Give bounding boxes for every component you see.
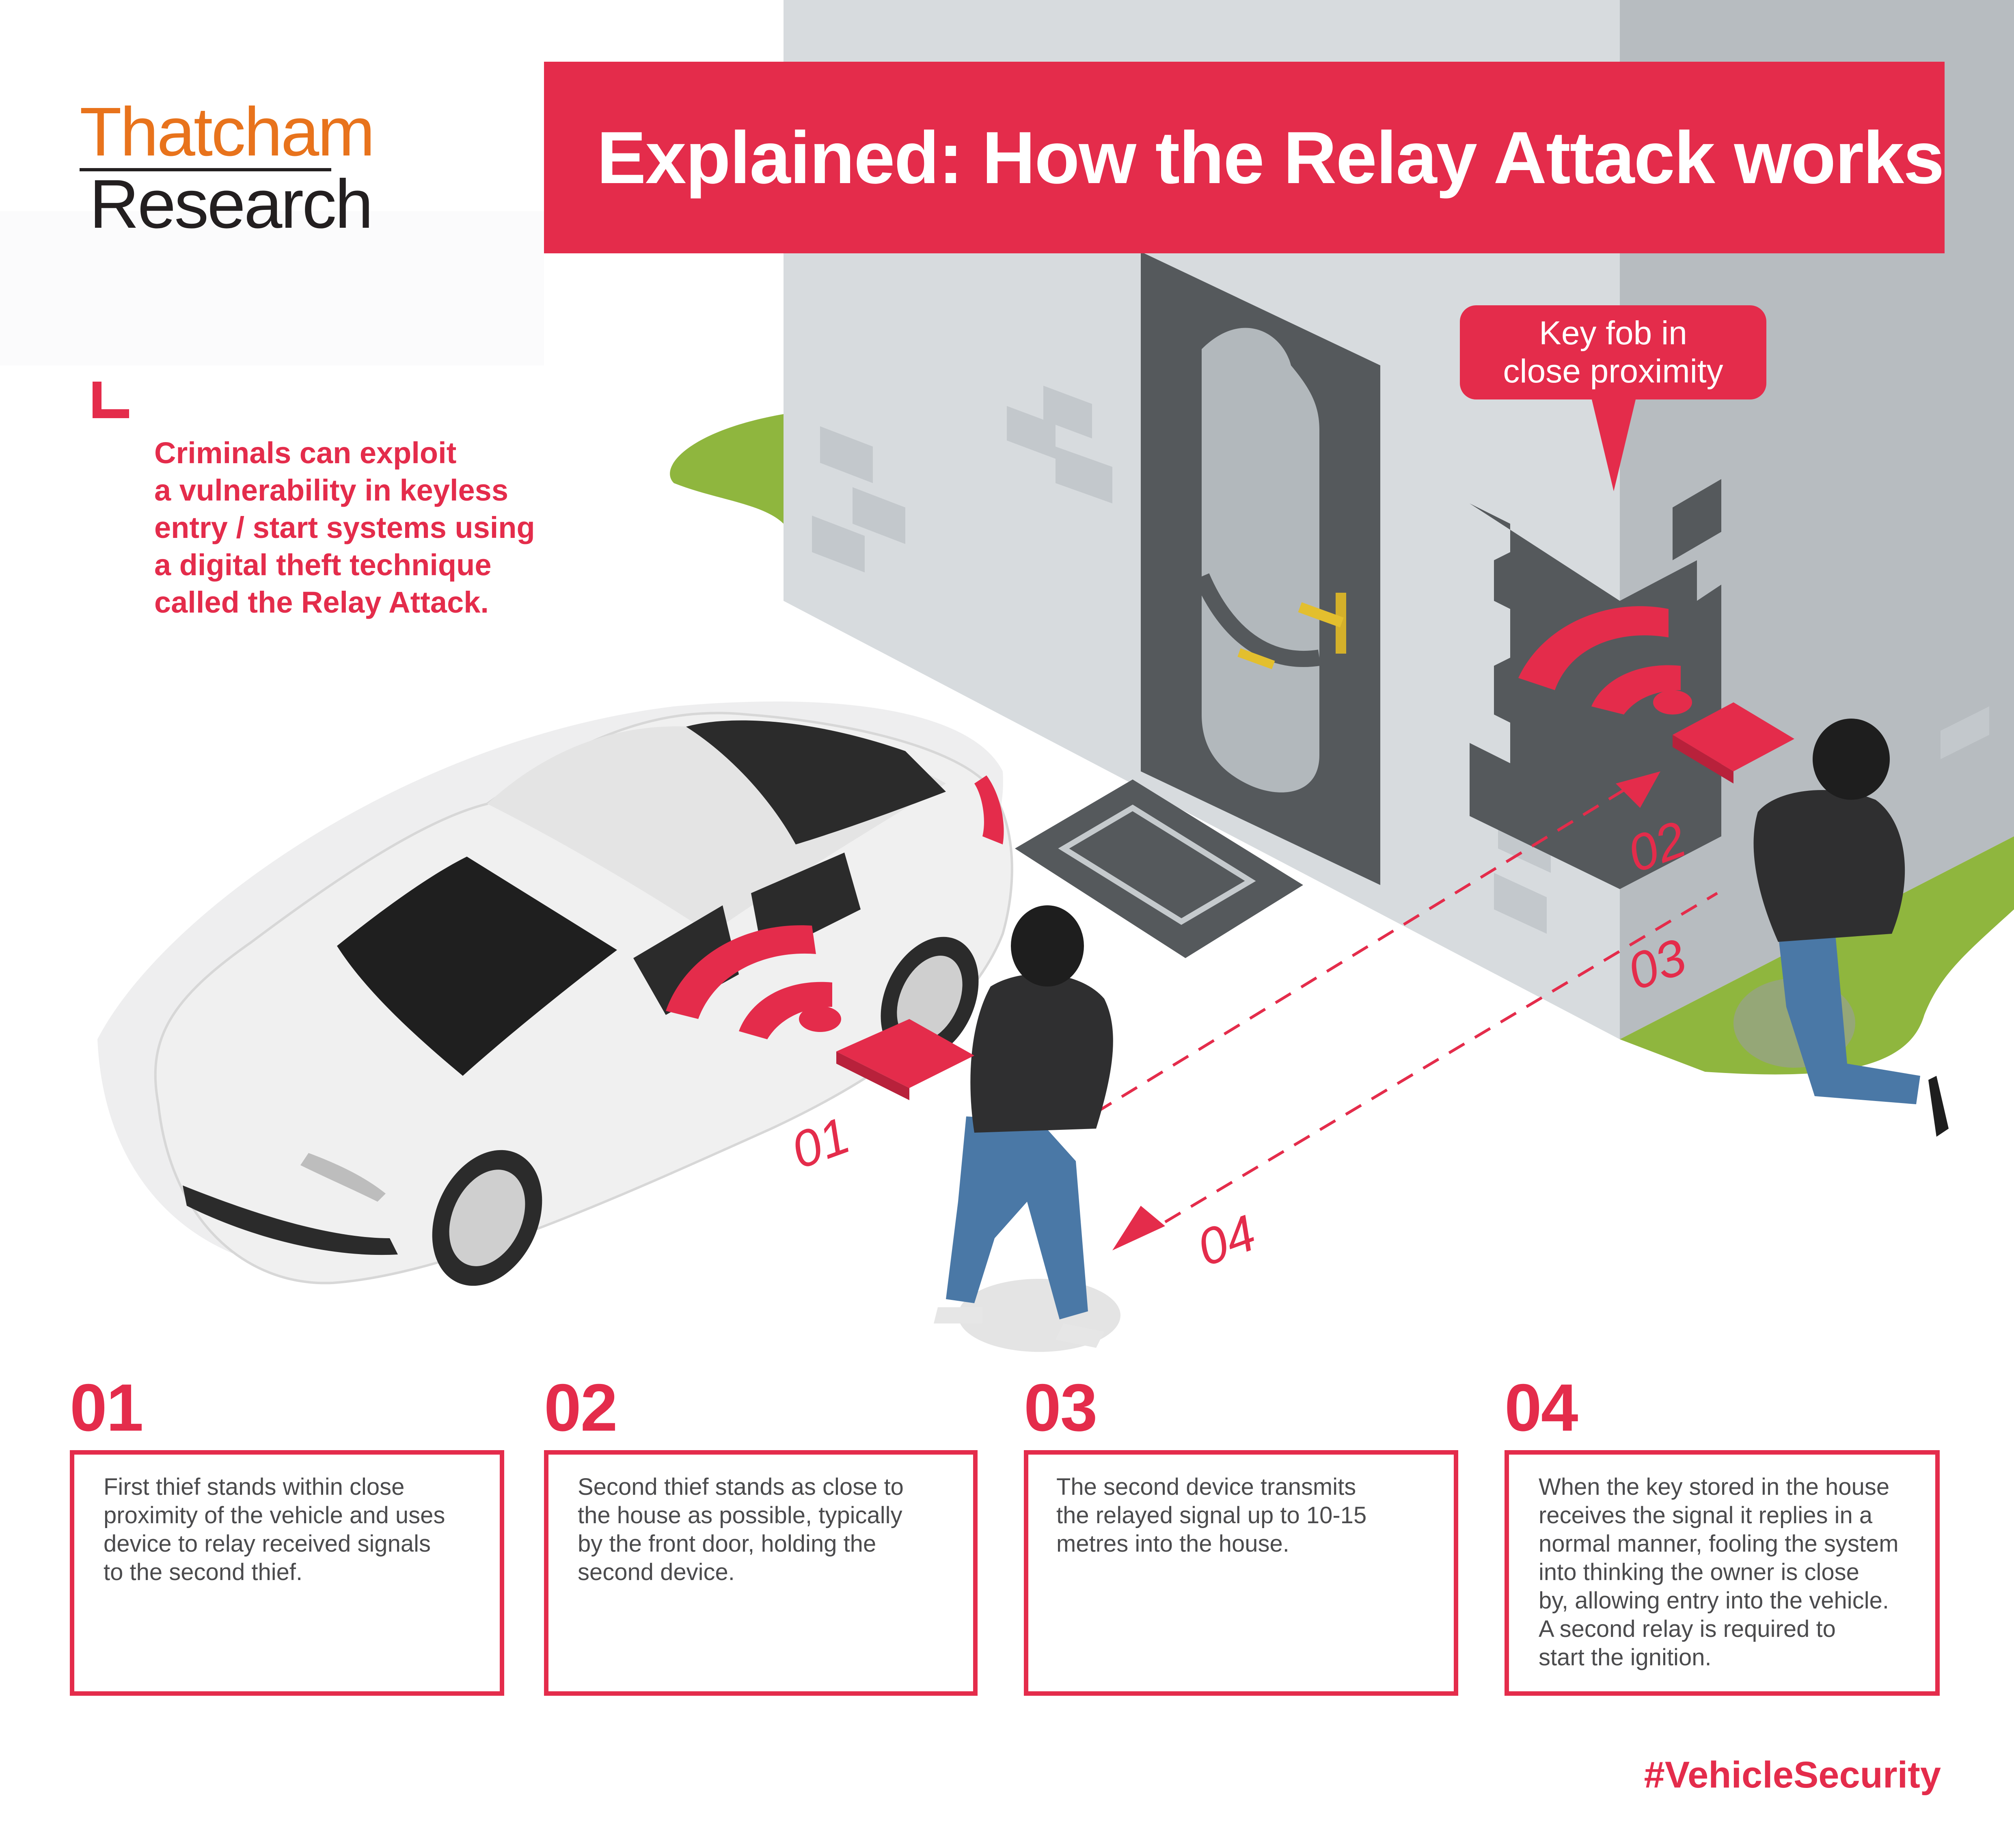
step-number-01: 01 (70, 1370, 144, 1445)
wifi-signal-car-icon (666, 925, 841, 1039)
intro-bracket-mark (93, 382, 129, 418)
intro-text: Criminals can exploit a vulnerability in… (154, 434, 601, 621)
step-line: the relayed signal up to 10-15 (1056, 1502, 1367, 1528)
illustration-scene: 02 03 01 04 (0, 0, 2014, 1352)
step-line: receives the signal it replies in a (1539, 1502, 1873, 1528)
relay-dashed-lines (1095, 786, 1718, 1224)
hashtag: #VehicleSecurity (1644, 1754, 1941, 1796)
callout-line: Key fob in (1539, 315, 1687, 352)
step-line: metres into the house. (1056, 1531, 1289, 1557)
step-line: device to relay received signals (104, 1531, 431, 1557)
step-line: First thief stands within close (104, 1474, 405, 1500)
step-line: by, allowing entry into the vehicle. (1539, 1587, 1889, 1614)
door-handle (1237, 593, 1346, 669)
thief-2-figure (1673, 702, 1949, 1137)
door-divider (1194, 573, 1321, 667)
step-line: to the second thief. (104, 1559, 303, 1585)
lawn-left (670, 414, 784, 524)
key-fob-callout: Key fob in close proximity (1460, 305, 1766, 399)
intro-line: Criminals can exploit (154, 436, 457, 470)
step-box-02 (544, 1450, 978, 1696)
callout-pointer (1591, 398, 1636, 491)
callout-line: close proximity (1503, 353, 1723, 390)
intro-line: a vulnerability in keyless (154, 473, 508, 507)
wall-bricks (812, 386, 1989, 934)
step-box-03 (1024, 1450, 1458, 1696)
step-line: normal manner, fooling the system (1539, 1531, 1899, 1557)
step-text-02: Second thief stands as close to the hous… (578, 1473, 967, 1587)
relay-arrow-02 (1616, 771, 1660, 808)
intro-line: called the Relay Attack. (154, 585, 489, 619)
thief-1-figure (836, 905, 1120, 1352)
step-box-04 (1505, 1450, 1940, 1696)
step-line: The second device transmits (1056, 1474, 1356, 1500)
step-line: the house as possible, typically (578, 1502, 902, 1528)
car-illustration (154, 712, 1013, 1286)
intro-line: entry / start systems using (154, 511, 535, 544)
step-number-03: 03 (1024, 1370, 1098, 1445)
step-number-04: 04 (1505, 1370, 1578, 1445)
step-line: A second relay is required to (1539, 1616, 1836, 1642)
step-line: proximity of the vehicle and uses (104, 1502, 445, 1528)
step-text-03: The second device transmits the relayed … (1056, 1473, 1446, 1558)
door-panel (1202, 328, 1319, 792)
doormat (1015, 779, 1303, 958)
step-line: Second thief stands as close to (578, 1474, 904, 1500)
wifi-signal-house-icon (1518, 606, 1692, 715)
step-line: into thinking the owner is close (1539, 1559, 1859, 1585)
step-text-01: First thief stands within close proximit… (104, 1473, 493, 1587)
step-text-04: When the key stored in the house receive… (1539, 1473, 1932, 1672)
step-number-02: 02 (544, 1370, 618, 1445)
logo-thatcham: Thatcham (80, 93, 375, 171)
step-line: by the front door, holding the (578, 1531, 876, 1557)
logo-rule (80, 168, 331, 171)
relay-arrow-04 (1112, 1206, 1165, 1250)
intro-line: a digital theft technique (154, 548, 492, 582)
wall-cutout (1470, 479, 1721, 889)
step-line: start the ignition. (1539, 1644, 1712, 1671)
page-title: Explained: How the Relay Attack works (597, 116, 1945, 199)
title-banner: Explained: How the Relay Attack works (544, 62, 1945, 253)
step-line: When the key stored in the house (1539, 1474, 1890, 1500)
hatch-pattern (0, 211, 544, 365)
scene-label-04: 04 (1190, 1204, 1263, 1277)
step-box-01 (70, 1450, 504, 1696)
logo-research: Research (89, 166, 373, 243)
step-line: second device. (578, 1559, 735, 1585)
